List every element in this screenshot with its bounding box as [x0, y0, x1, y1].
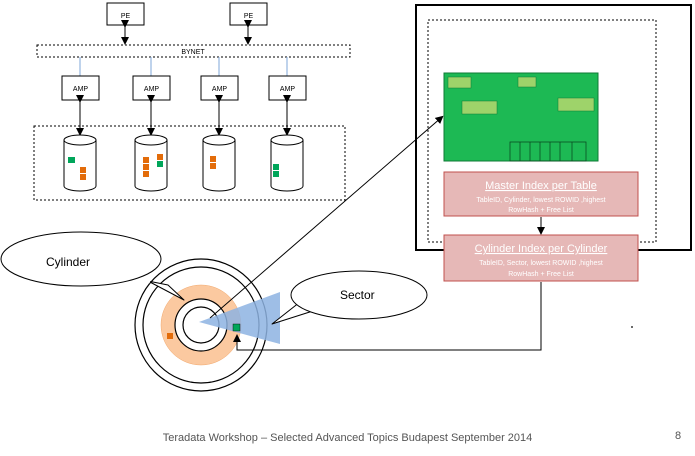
- amp-node-4: AMP: [268, 75, 307, 101]
- cylinder-callout: Cylinder: [0, 231, 185, 301]
- cylinder-index-box: Cylinder Index per Cylinder TableID, Sec…: [443, 234, 639, 282]
- disk-4: [270, 134, 304, 192]
- master-index-line2: RowHash + Free List: [508, 207, 574, 214]
- disk-platter: [134, 258, 280, 392]
- data-block-orange: [157, 154, 163, 160]
- pe-node-1: PE: [106, 2, 145, 26]
- memory-board: [443, 72, 599, 162]
- disk-array-group: [33, 125, 346, 201]
- cylinder-index-line2: RowHash + Free List: [508, 271, 574, 278]
- data-block-orange: [210, 156, 216, 162]
- master-index-box: Master Index per Table TableID, Cylinder…: [443, 171, 639, 217]
- amp-node-1: AMP: [61, 75, 100, 101]
- data-block-orange: [210, 163, 216, 169]
- data-block-orange: [80, 174, 86, 180]
- cylinder-track: [161, 285, 241, 365]
- data-block-orange: [80, 167, 86, 173]
- board-chip: [557, 97, 595, 112]
- data-block-orange: [143, 171, 149, 177]
- pe-label: PE: [244, 13, 254, 20]
- board-chip: [517, 76, 537, 88]
- amp-label: AMP: [144, 86, 160, 93]
- disk-2: [134, 134, 168, 192]
- sector-callout-label: Sector: [340, 288, 375, 302]
- data-block-green: [157, 161, 163, 167]
- sector-wedge: [199, 292, 280, 344]
- board-chip: [447, 76, 472, 89]
- amp-node-3: AMP: [200, 75, 239, 101]
- platter-to-memory-arrow: [209, 115, 444, 319]
- cylinder-index-title: Cylinder Index per Cylinder: [475, 243, 608, 255]
- cylinder-callout-label: Cylinder: [46, 255, 90, 269]
- selected-block: [232, 323, 241, 332]
- board-slots: [509, 141, 587, 162]
- sector-callout: Sector: [271, 270, 428, 325]
- cylinder-index-line1: TableID, Sector, lowest ROWID ,highest: [479, 260, 603, 267]
- data-block-green: [273, 171, 279, 177]
- disk-1: [63, 134, 97, 192]
- pe-label: PE: [121, 13, 131, 20]
- amp-label: AMP: [280, 86, 296, 93]
- data-block-orange: [143, 157, 149, 163]
- data-block-green: [273, 164, 279, 170]
- page-number: 8: [675, 430, 682, 442]
- master-index-title: Master Index per Table: [485, 180, 597, 192]
- stray-dot: [631, 326, 633, 328]
- cylinder-index-to-sector-arrow: [233, 282, 542, 351]
- bynet-label: BYNET: [181, 49, 205, 56]
- data-block-orange: [167, 333, 173, 339]
- bynet-bus: BYNET: [36, 44, 351, 58]
- master-index-line1: TableID, Cylinder, lowest ROWID ,highest: [476, 197, 605, 204]
- pe-node-2: PE: [229, 2, 268, 26]
- amp-label: AMP: [212, 86, 228, 93]
- data-block-green: [68, 157, 75, 163]
- amp-label: AMP: [73, 86, 89, 93]
- data-block-orange: [143, 164, 149, 170]
- footer-text: Teradata Workshop – Selected Advanced To…: [162, 432, 533, 444]
- amp-node-2: AMP: [132, 75, 171, 101]
- disk-3: [202, 134, 236, 192]
- board-chip: [461, 100, 498, 115]
